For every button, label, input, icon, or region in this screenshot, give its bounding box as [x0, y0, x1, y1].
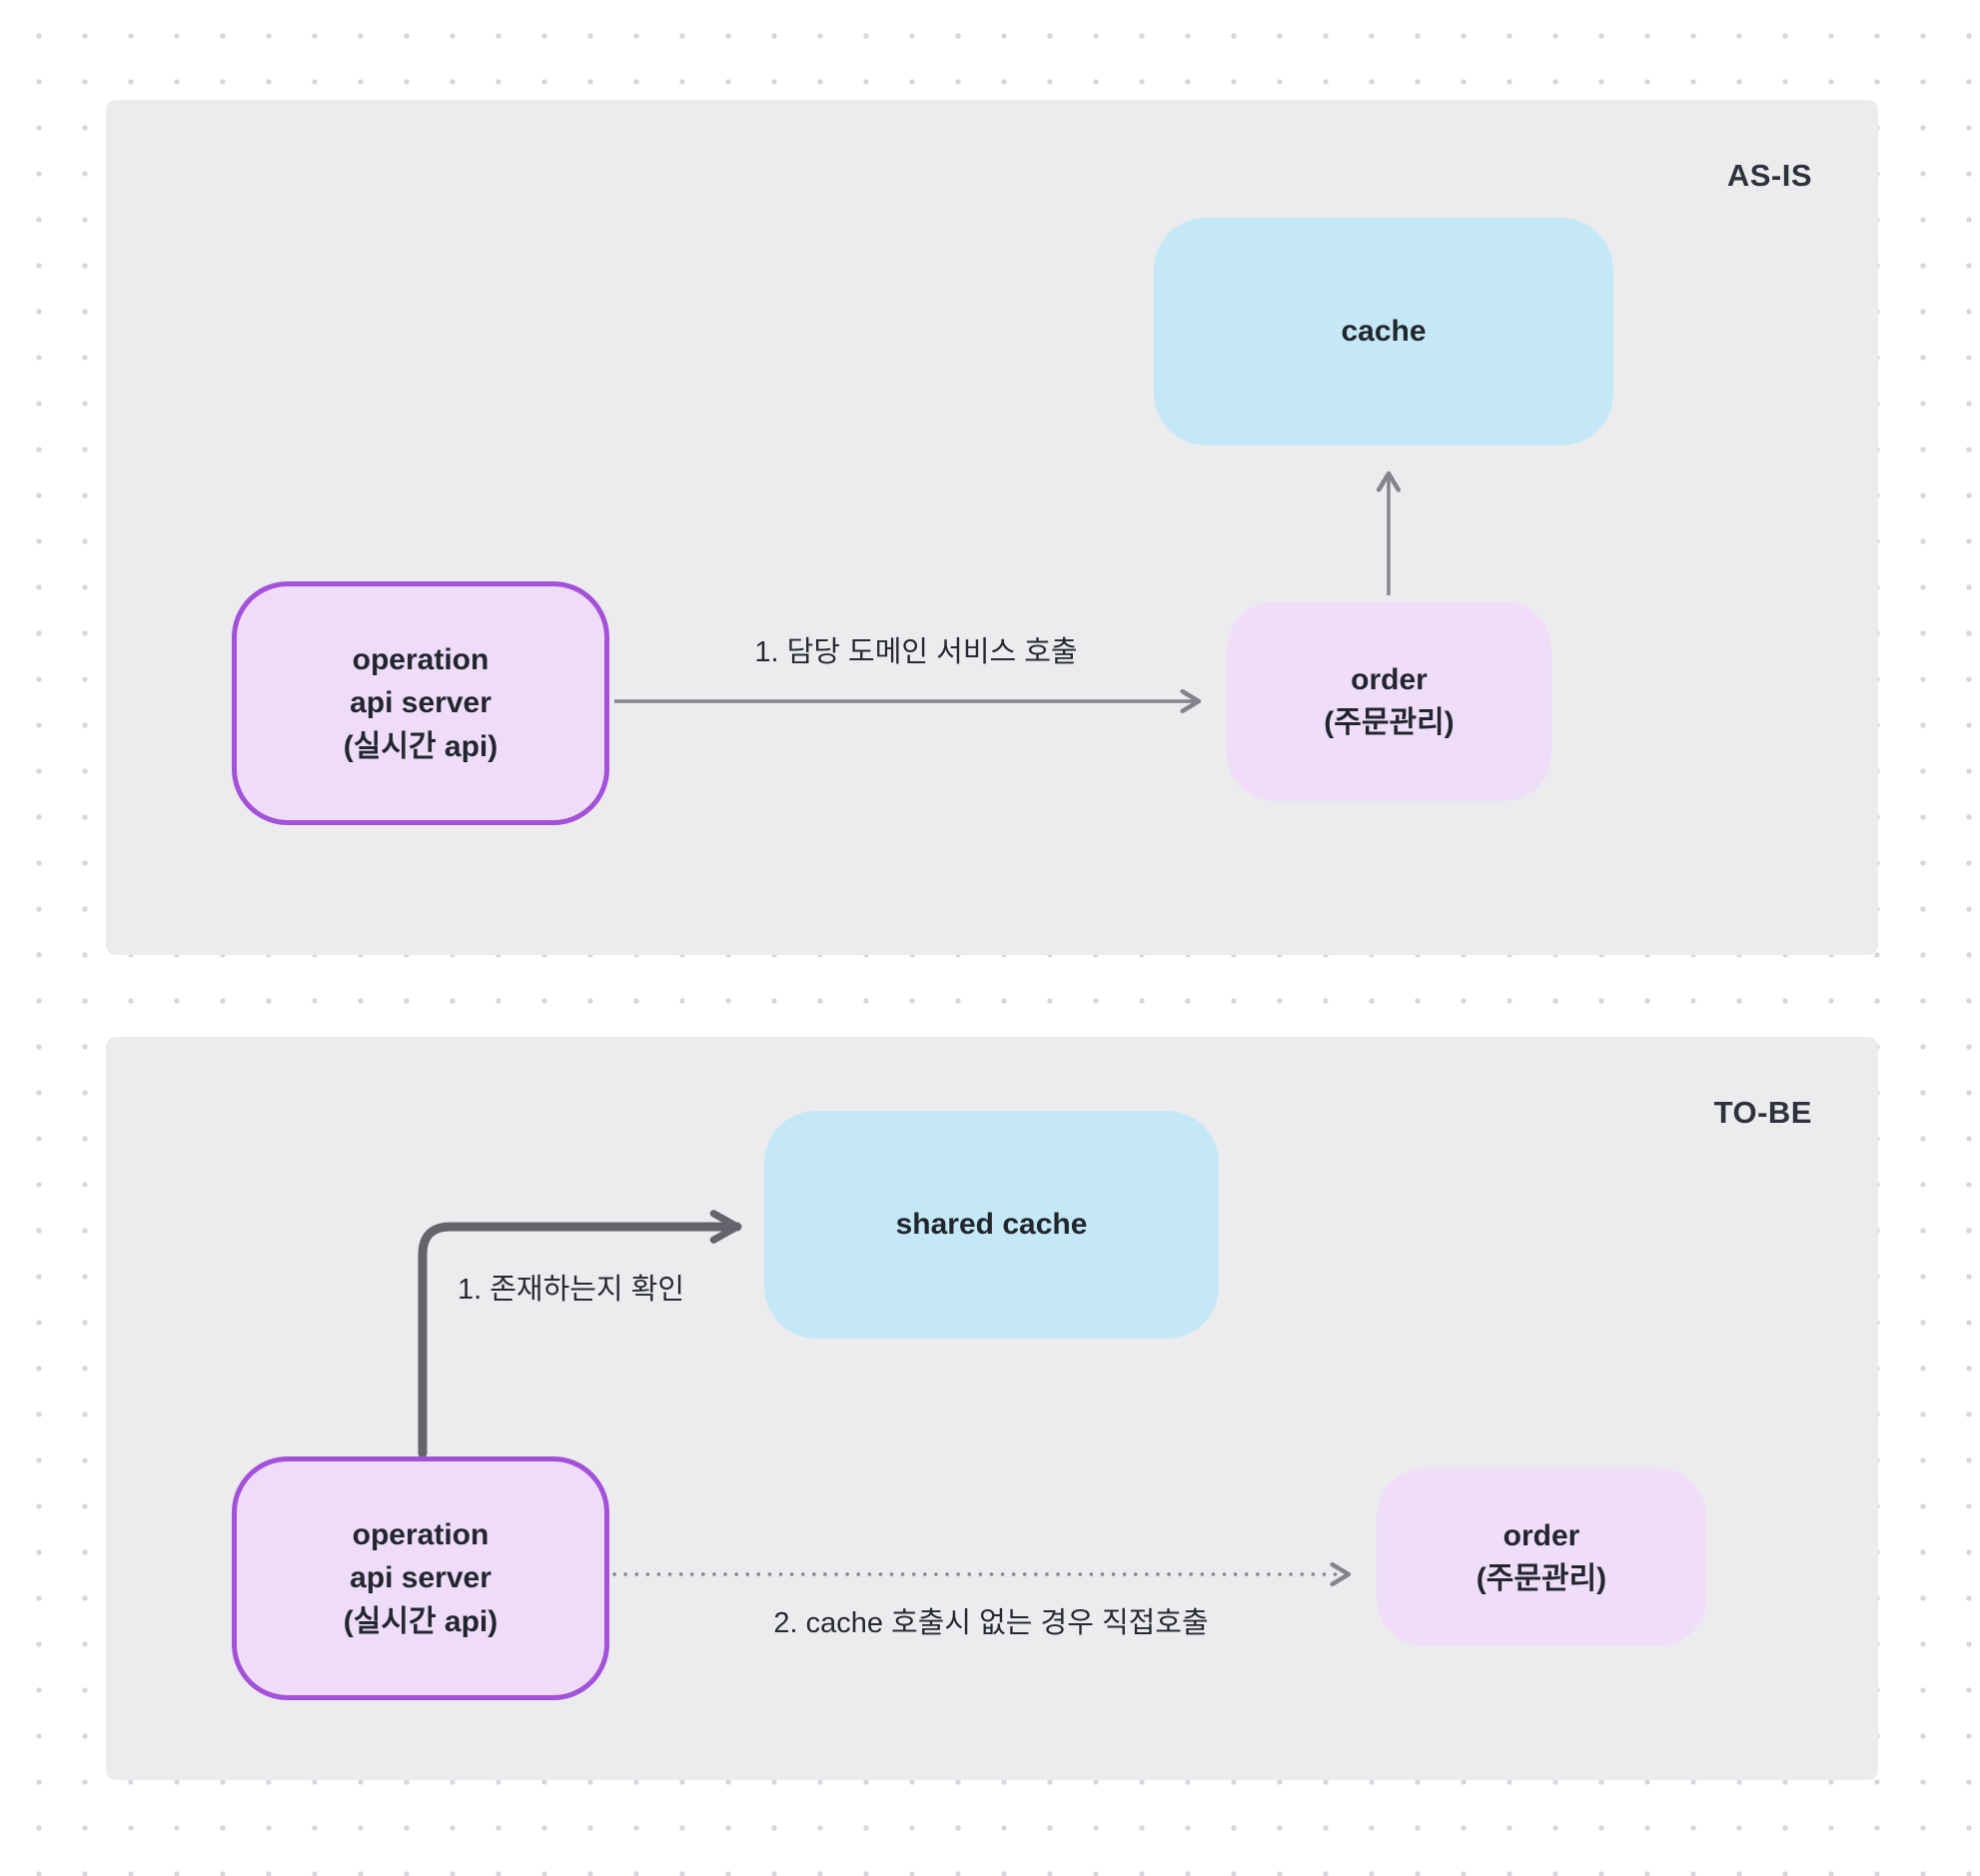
asis-call-arrow-label: 1. 담당 도메인 서비스 호출 — [754, 636, 1078, 668]
tobe-operation-label-line2: api server — [350, 1561, 492, 1595]
asis-cache-label: cache — [1341, 315, 1427, 349]
tobe-fallback-arrow-label: 2. cache 호출시 없는 경우 직접호출 — [773, 1607, 1209, 1639]
asis-cache-node: cache — [1154, 218, 1613, 446]
asis-order-node: order (주문관리) — [1227, 601, 1551, 801]
tobe-order-label-line1: order — [1502, 1518, 1580, 1552]
tobe-shared-cache-label: shared cache — [895, 1208, 1088, 1242]
tobe-shared-cache-node: shared cache — [764, 1111, 1219, 1339]
asis-operation-label-line3: (실시간 api) — [343, 729, 498, 763]
tobe-operation-api-server-node: operation api server (실시간 api) — [232, 1456, 609, 1700]
asis-operation-label-line1: operation — [352, 642, 490, 676]
asis-operation-label-line2: api server — [350, 686, 492, 720]
tobe-panel-title: TO-BE — [1713, 1095, 1812, 1130]
asis-order-label-line1: order — [1351, 662, 1428, 696]
tobe-operation-label-line3: (실시간 api) — [343, 1604, 498, 1638]
asis-operation-api-server-node: operation api server (실시간 api) — [232, 581, 609, 825]
asis-panel: AS-IS — [106, 100, 1878, 955]
tobe-check-arrow-label: 1. 존재하는지 확인 — [458, 1274, 685, 1306]
asis-order-label-line2: (주문관리) — [1324, 706, 1455, 739]
tobe-operation-label-line1: operation — [352, 1517, 490, 1551]
tobe-order-label-line2: (주문관리) — [1476, 1562, 1607, 1595]
asis-panel-title: AS-IS — [1726, 158, 1812, 193]
tobe-order-node: order (주문관리) — [1377, 1468, 1706, 1646]
